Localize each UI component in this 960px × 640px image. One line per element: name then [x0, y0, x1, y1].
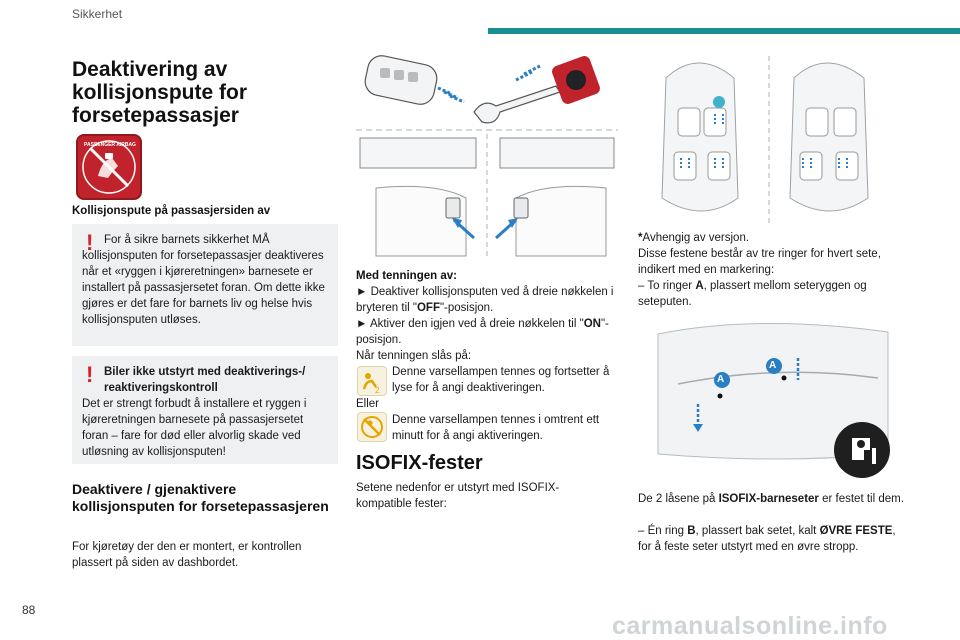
warning-exclamation-icon: ! — [86, 230, 94, 255]
warning-box-2: ! Biler ikke utstyrt med deaktiverings-/… — [72, 356, 338, 464]
step1-off: OFF — [416, 302, 440, 314]
ring-a-letter: A — [695, 280, 704, 292]
ring-b-middle: , plassert bak setet, kalt — [695, 525, 820, 537]
airbag-on-lamp-icon — [357, 412, 387, 442]
warning-1-text: For å sikre barnets sikkerhet MÅ kollisj… — [82, 234, 325, 326]
footnote-star: * — [638, 232, 643, 244]
ring-a-suffix: , plassert mellom seteryggen og setepute… — [638, 280, 867, 308]
step-activate: ► Aktiver den igjen ved å dreie nøkkelen… — [356, 316, 618, 348]
lamp2-description: Denne varsellampen tennes i omtrent ett … — [392, 414, 600, 442]
passenger-side-label: Kollisjonspute på passasjersiden av — [72, 205, 271, 217]
page-title: Deaktivering av kollisjonspute for forse… — [72, 58, 248, 127]
ring-b-prefix: – Én ring — [638, 525, 688, 537]
seat-ring-a-illustration — [657, 323, 889, 460]
step2-text: ► Aktiver den igjen ved å dreie nøkkelen… — [356, 318, 584, 330]
airbag-off-lamp-icon: 2 — [357, 366, 387, 396]
or-label: Eller — [356, 398, 380, 410]
subtitle-body: For kjøretøy der den er montert, er kont… — [72, 541, 302, 569]
warning-box-1: ! For å sikre barnets sikkerhet MÅ kolli… — [72, 224, 338, 346]
rings-intro: Disse festene består av tre ringer for h… — [638, 248, 881, 276]
lamp1-description: Denne varsellampen tennes og fortsetter … — [392, 366, 610, 394]
step-deactivate: ► Deaktiver kollisjonsputen ved å dreie … — [356, 284, 618, 316]
isofix-intro: Setene nedenfor er utstyrt med ISOFIX-ko… — [356, 482, 560, 510]
ring-b-upper-anchor: ØVRE FESTE — [819, 525, 893, 537]
warning-2-body: Det er strengt forbudt å installere et r… — [82, 398, 307, 458]
warning-exclamation-icon: ! — [86, 362, 94, 387]
ring-a-label-left: A — [717, 374, 725, 385]
step2-on: ON — [583, 318, 601, 330]
svg-text:2: 2 — [375, 386, 380, 395]
step1-text: ► Deaktiver kollisjonsputen ved å dreie … — [356, 286, 614, 314]
ring-b-letter: B — [687, 525, 696, 537]
car-seats-top-view-illustration — [661, 56, 869, 226]
key-switch-illustration — [356, 55, 618, 131]
locks-isofix: ISOFIX-barneseter — [718, 493, 819, 505]
section-subtitle: Deaktivere / gjenaktivere kollisjonspute… — [72, 481, 329, 514]
locks-suffix: er festet til dem. — [818, 493, 904, 505]
dashboard-side-illustration — [359, 134, 615, 258]
watermark: carmanualsonline.info — [612, 612, 888, 640]
warning-2-title: Biler ikke utstyrt med deaktiverings-/ r… — [104, 366, 306, 394]
locks-prefix: De 2 låsene på — [638, 493, 719, 505]
ring-a-item: – To ringer A, plassert mellom seterygge… — [638, 278, 910, 310]
ring-b-item: – Én ring B, plassert bak setet, kalt ØV… — [638, 523, 910, 555]
page-number: 88 — [22, 603, 36, 617]
airbag-icon-text: PASSENGER AIRBAG — [84, 142, 136, 148]
footnote: *Avhengig av versjon. — [638, 230, 910, 246]
header-accent-bar — [488, 28, 960, 34]
passenger-airbag-off-icon: PASSENGER AIRBAG — [76, 134, 142, 200]
footnote-text: Avhengig av versjon. — [642, 232, 750, 244]
ring-a-prefix: – To ringer — [638, 280, 696, 292]
step2-suffix: "-posisjon. — [356, 318, 609, 346]
ring-b-suffix: , for å feste seter utstyrt med en øvre … — [638, 525, 896, 553]
locks-text: De 2 låsene på ISOFIX-barneseter er fest… — [638, 491, 910, 507]
isofix-child-seat-icon — [834, 422, 890, 478]
ignition-on-label: Når tenningen slås på: — [356, 350, 472, 362]
ring-a-label-right: A — [769, 360, 777, 371]
step1-suffix: "-posisjon. — [439, 302, 494, 314]
ignition-off-label: Med tenningen av: — [356, 270, 457, 282]
isofix-heading: ISOFIX-fester — [356, 452, 483, 474]
header-section-label: Sikkerhet — [72, 7, 123, 21]
